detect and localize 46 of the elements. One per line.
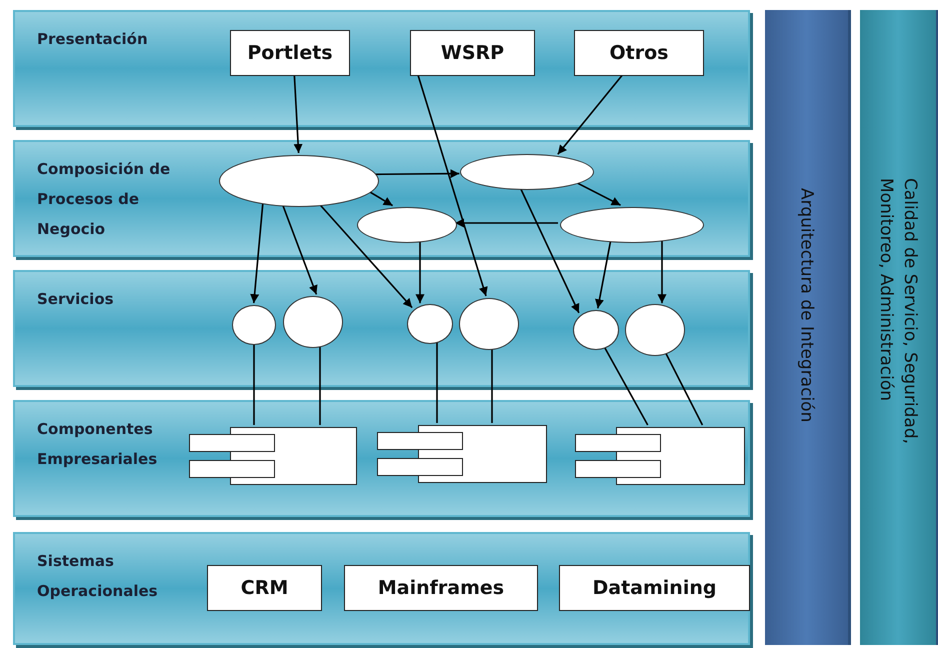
arrow bbox=[318, 203, 413, 308]
system-box: Portlets bbox=[230, 30, 350, 76]
vertical-band bbox=[860, 10, 936, 645]
layer-title: Componentes Empresariales bbox=[37, 419, 158, 470]
arrow bbox=[250, 202, 264, 304]
component-symbol bbox=[575, 427, 745, 485]
arrow bbox=[658, 239, 666, 304]
connector-line bbox=[319, 344, 321, 425]
arrow bbox=[595, 240, 612, 308]
connector-line bbox=[436, 340, 438, 423]
component-symbol bbox=[189, 427, 357, 485]
arrow bbox=[416, 240, 424, 304]
arrow bbox=[376, 169, 460, 178]
layer-band bbox=[13, 400, 750, 517]
arrow bbox=[557, 74, 624, 155]
service-circle bbox=[407, 304, 453, 344]
component-symbol bbox=[377, 425, 547, 483]
arrow bbox=[282, 204, 318, 295]
band-title: Arquitectura de Integración bbox=[796, 188, 818, 424]
connector-line bbox=[491, 348, 493, 423]
service-circle bbox=[573, 310, 619, 350]
service-circle bbox=[232, 305, 276, 345]
connector-line bbox=[664, 351, 704, 426]
band-title: Calidad de Servicio, Seguridad, Monitoreo, Administración bbox=[875, 178, 921, 446]
vertical-band bbox=[765, 10, 848, 645]
system-box: Datamining bbox=[559, 565, 750, 611]
connector-line bbox=[603, 346, 648, 426]
layer-title: Servicios bbox=[37, 289, 115, 310]
arrow bbox=[294, 74, 303, 154]
arrow bbox=[368, 190, 394, 206]
layer-title: Sistemas Operacionales bbox=[37, 551, 159, 602]
system-box: Otros bbox=[574, 30, 704, 76]
layer-title: Presentación bbox=[37, 29, 149, 50]
layer-band bbox=[13, 140, 750, 257]
arrow bbox=[520, 188, 580, 314]
system-box: Mainframes bbox=[344, 565, 538, 611]
layer-band bbox=[13, 10, 750, 127]
layer-title: Composición de Procesos de Negocio bbox=[37, 159, 172, 240]
arrow bbox=[416, 74, 488, 296]
arrow bbox=[455, 218, 558, 228]
connector-line bbox=[253, 342, 255, 425]
system-box: CRM bbox=[207, 565, 322, 611]
layer-band bbox=[13, 270, 750, 387]
system-box: WSRP bbox=[410, 30, 535, 76]
process-ellipse bbox=[357, 207, 457, 243]
layer-band bbox=[13, 532, 750, 645]
